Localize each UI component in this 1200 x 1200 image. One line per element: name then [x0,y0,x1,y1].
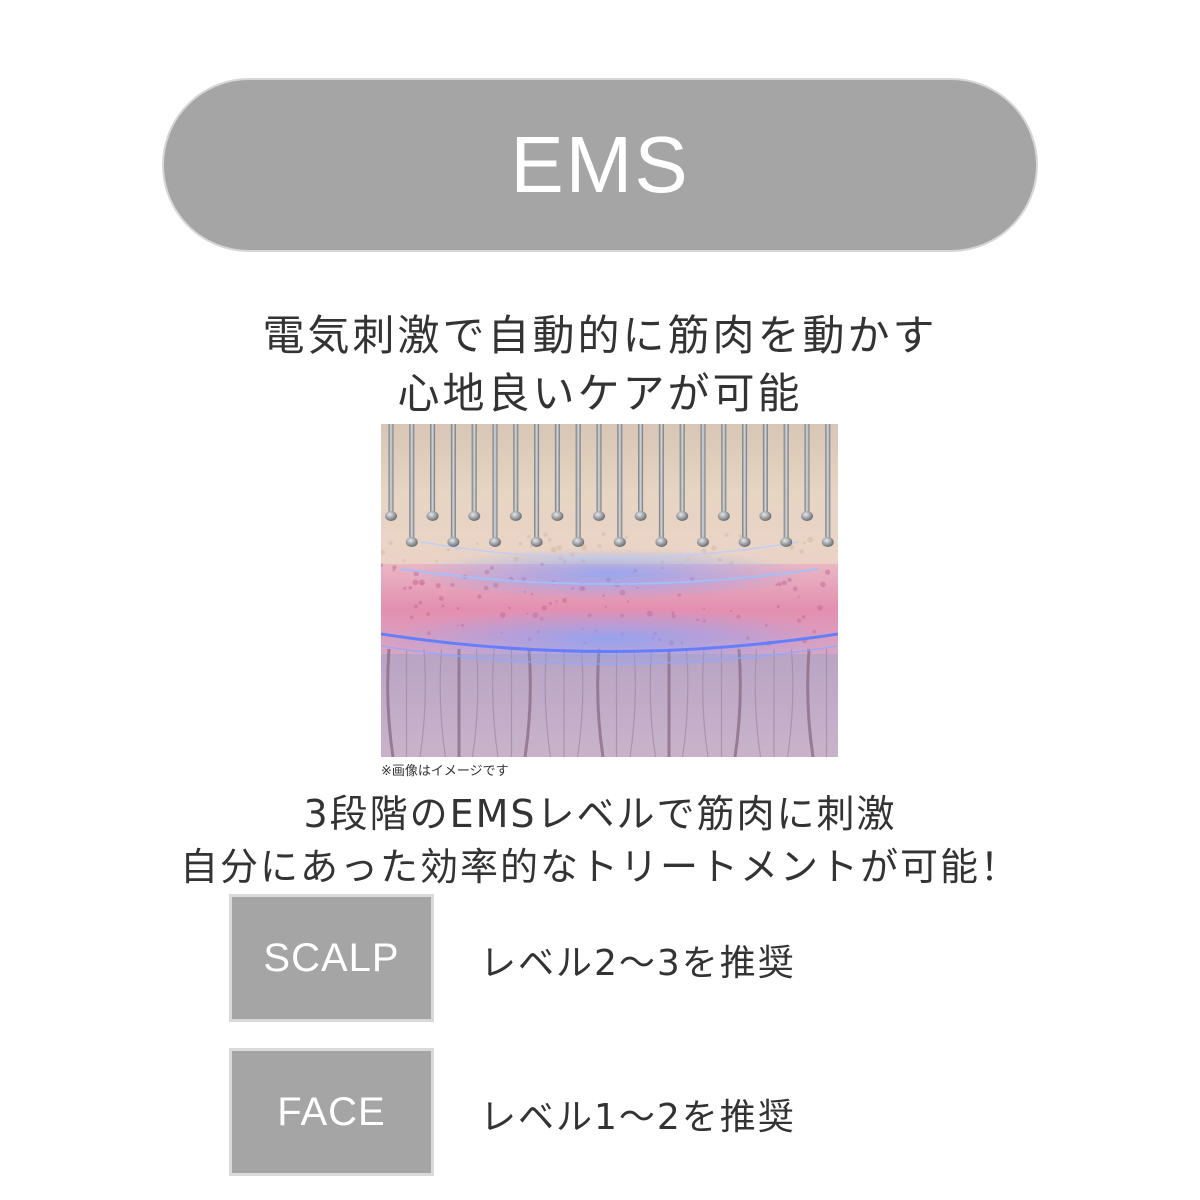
ems-pin-icon [697,424,709,547]
cell-dot-icon [604,605,607,608]
headline-line-1: 電気刺激で自動的に筋肉を動かす [262,311,938,360]
cell-dot-icon [789,544,795,550]
cell-dot-icon [801,615,806,619]
cell-dot-icon [402,559,407,563]
cell-dot-icon [626,600,630,603]
cell-dot-icon [825,569,831,575]
cell-dot-icon [418,600,423,605]
cell-dot-icon [601,532,606,536]
image-caption: ※画像はイメージです [381,764,509,779]
cell-dot-icon [414,604,418,609]
cell-dot-icon [456,607,460,610]
cell-dot-icon [477,594,482,599]
ems-pin-icon [780,424,793,547]
hair-fiber-icon [386,648,395,757]
cell-dot-icon [507,606,511,610]
cell-dot-icon [555,599,558,603]
cell-dot-icon [729,609,733,613]
ems-pin-icon [385,424,397,521]
ems-pin-icon [426,424,439,521]
ems-pin-icon [489,424,501,547]
hair-fiber-icon [439,648,447,757]
cell-dot-icon [403,586,407,590]
hair-fiber-icon [786,648,794,757]
ems-pin-icon [572,424,585,547]
description-line-1: 3段階のEMSレベルで筋肉に刺激 [303,792,897,836]
cell-dot-icon [426,612,431,616]
cell-dot-icon [446,548,450,552]
cell-dot-icon [807,536,814,543]
cell-dot-icon [518,541,523,546]
cell-dot-icon [392,569,395,572]
face-tag: FACE [229,1048,434,1176]
hair-fiber-icon [806,648,815,757]
cell-dot-icon [711,545,717,551]
ems-skin-layers-illustration [381,424,838,757]
cell-dot-icon [817,605,823,611]
scalp-tag-label: SCALP [263,935,400,980]
hair-fiber-icon [419,648,426,757]
cell-dot-icon [408,586,413,590]
cell-dot-icon [797,595,800,598]
cell-dot-icon [547,537,552,542]
ems-pin-icon [717,424,730,521]
cell-dot-icon [703,607,706,611]
page-title-pill: EMS [162,78,1038,252]
face-tag-label: FACE [277,1089,386,1134]
ems-pin-icon [759,424,772,521]
cell-dot-icon [381,549,386,556]
cell-dot-icon [438,595,444,601]
cell-dot-icon [624,535,628,539]
face-level-text: レベル1〜2を推奨 [480,1097,796,1138]
cell-dot-icon [597,544,602,548]
cell-dot-icon [543,532,548,537]
ems-pin-icon [405,424,418,547]
headline-line-2: 心地良いケアが可能 [397,369,803,418]
ems-pin-icon [738,424,751,547]
ems-pin-icon [551,424,564,521]
cell-dot-icon [392,565,397,570]
cell-dot-icon [802,541,806,545]
cell-dot-icon [799,549,804,554]
cell-dot-icon [475,542,479,545]
cell-dot-icon [738,533,743,538]
cell-dot-icon [388,540,393,546]
cell-dot-icon [792,586,798,592]
ems-pin-icon [530,424,543,547]
ems-pin-icon [613,424,626,547]
cell-dot-icon [527,534,531,539]
cell-dot-icon [541,605,547,611]
ems-pin-icon [447,424,460,547]
cell-dot-icon [455,548,458,551]
cell-dot-icon [820,581,826,588]
ems-pin-icon [509,424,522,521]
scalp-level-text: レベル2〜3を推奨 [480,943,796,984]
cell-dot-icon [409,615,414,620]
ems-pin-icon [468,424,481,521]
ems-pin-icon [593,424,605,521]
cell-dot-icon [548,601,552,605]
ems-pin-icon [821,424,834,547]
ems-pin-icon [655,424,668,547]
cell-dot-icon [776,605,780,609]
cell-dot-icon [796,618,802,623]
cell-dot-icon [441,604,445,608]
cell-dot-icon [529,545,533,548]
scalp-tag: SCALP [229,894,434,1022]
cell-dot-icon [381,563,383,568]
ems-pin-icon [634,424,647,521]
ems-pin-icon [801,424,813,521]
description-line-2: 自分にあった効率的なトリートメントが可能！ [179,845,1020,889]
page-title: EMS [510,120,690,209]
cell-dot-icon [724,533,729,537]
ems-pin-icon [676,424,689,521]
